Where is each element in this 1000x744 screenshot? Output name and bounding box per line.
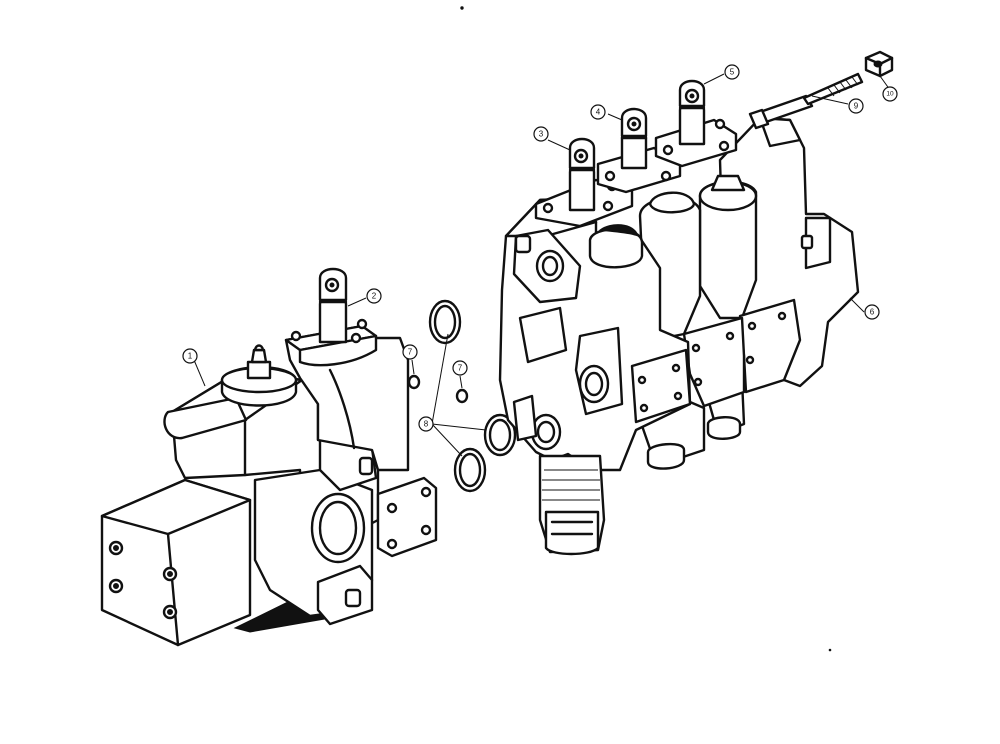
right-valve-assembly bbox=[498, 79, 860, 556]
callout-7b-label: 7 bbox=[458, 364, 463, 373]
callout-5-label: 5 bbox=[730, 68, 735, 77]
callout-7a-label: 7 bbox=[408, 348, 413, 357]
callout-8-label: 8 bbox=[424, 420, 429, 429]
callout-7a: 7 bbox=[402, 344, 418, 360]
callout-6: 6 bbox=[864, 304, 880, 320]
callout-1-label: 1 bbox=[188, 352, 193, 361]
tie-bolt bbox=[748, 72, 864, 130]
callout-3: 3 bbox=[533, 126, 549, 142]
callout-4-label: 4 bbox=[596, 108, 601, 117]
callout-6-label: 6 bbox=[870, 308, 875, 317]
callouts: 1 2 3 4 5 6 7 7 8 9 10 bbox=[182, 64, 898, 432]
callout-8: 8 bbox=[418, 416, 434, 432]
callout-2: 2 bbox=[366, 288, 382, 304]
o-ring-upper-left bbox=[428, 299, 462, 345]
small-seal-right bbox=[455, 388, 469, 404]
o-rings bbox=[407, 299, 517, 493]
left-valve-body bbox=[163, 344, 438, 633]
callout-10: 10 bbox=[882, 86, 898, 102]
o-ring-lower-left bbox=[453, 447, 487, 493]
callout-5: 5 bbox=[724, 64, 740, 80]
callout-10-label: 10 bbox=[886, 91, 894, 98]
callout-9-label: 9 bbox=[854, 102, 859, 111]
callout-4: 4 bbox=[590, 104, 606, 120]
scan-dot bbox=[828, 648, 832, 652]
callout-2-label: 2 bbox=[372, 292, 377, 301]
callout-3-label: 3 bbox=[539, 130, 544, 139]
small-seal-left bbox=[407, 374, 421, 390]
hex-nut bbox=[864, 50, 894, 78]
callout-7b: 7 bbox=[452, 360, 468, 376]
callout-1: 1 bbox=[182, 348, 198, 364]
end-cap-block bbox=[100, 478, 252, 647]
o-ring-right bbox=[483, 413, 517, 457]
scan-dot bbox=[460, 6, 464, 10]
callout-9: 9 bbox=[848, 98, 864, 114]
left-spool-section bbox=[284, 267, 410, 472]
